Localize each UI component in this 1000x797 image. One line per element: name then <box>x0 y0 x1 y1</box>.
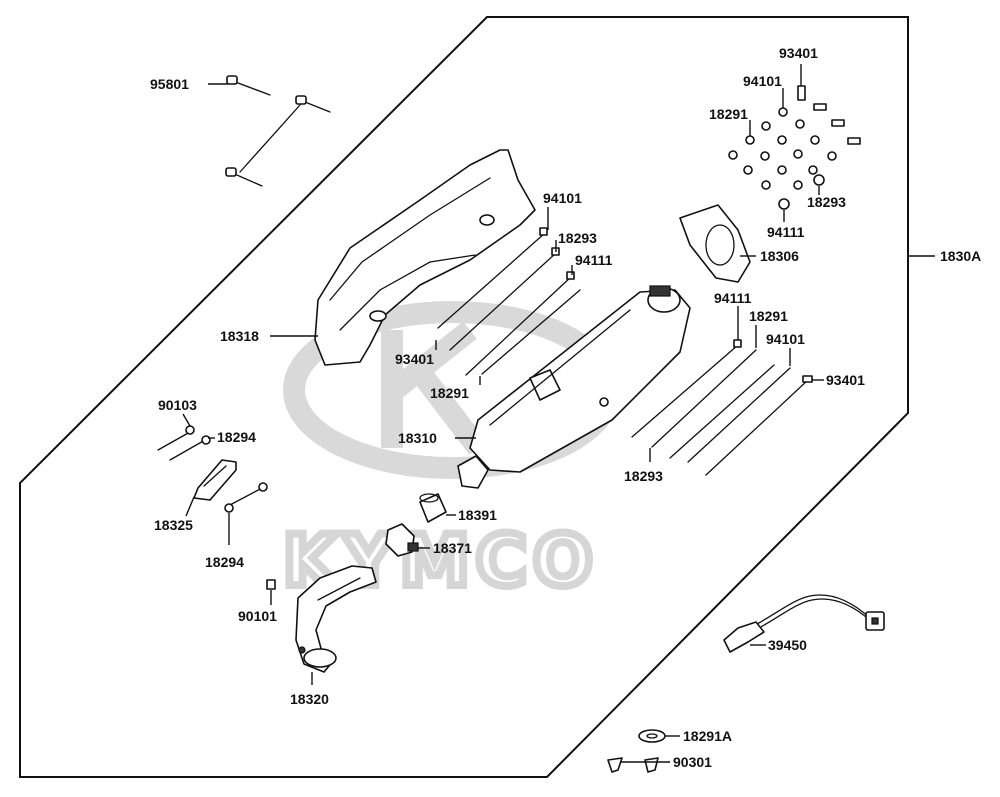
label-18371: 18371 <box>433 540 472 556</box>
exhaust-pipe-18320 <box>295 565 377 673</box>
clamp-18371 <box>385 523 419 557</box>
bolt-18294 <box>224 482 268 513</box>
muffler-clamps <box>631 339 813 476</box>
label-18325: 18325 <box>154 517 193 533</box>
sensor-39450 <box>723 594 885 653</box>
label-18306: 18306 <box>760 248 799 264</box>
label-90301: 90301 <box>673 754 712 770</box>
label-93401-b: 93401 <box>779 45 818 61</box>
label-18391: 18391 <box>458 507 497 523</box>
label-95801: 95801 <box>150 76 189 92</box>
label-94101-c: 94101 <box>766 331 805 347</box>
label-94111-c: 94111 <box>714 290 752 306</box>
gasket-18391 <box>419 493 447 523</box>
label-90103: 90103 <box>158 397 197 413</box>
label-18294-b: 18294 <box>205 554 244 570</box>
nut-90101 <box>266 579 276 590</box>
label-18291A: 18291A <box>683 728 732 744</box>
nut-90301 <box>607 757 659 773</box>
label-1830A: 1830A <box>940 248 981 264</box>
label-94101-a: 94101 <box>543 190 582 206</box>
label-18320: 18320 <box>290 691 329 707</box>
label-18293-c: 18293 <box>624 468 663 484</box>
label-18291-b: 18291 <box>709 106 748 122</box>
label-94111-b: 94111 <box>767 224 805 240</box>
hardware-set <box>728 85 861 210</box>
heat-shield-18318 <box>314 149 536 366</box>
diagram-frame <box>19 16 909 778</box>
label-18291-c: 18291 <box>749 308 788 324</box>
bracket-18325 <box>193 459 237 501</box>
label-94111-a: 94111 <box>575 252 613 268</box>
bolt-95801 <box>225 75 331 187</box>
label-18293-a: 18293 <box>558 230 597 246</box>
label-93401-a: 93401 <box>395 351 434 367</box>
bracket-bolts <box>157 425 211 461</box>
label-18294-a: 18294 <box>217 429 256 445</box>
end-cap-18306 <box>679 204 751 283</box>
label-18310: 18310 <box>398 430 437 446</box>
label-90101: 90101 <box>238 608 277 624</box>
muffler-18310 <box>457 285 691 489</box>
label-94101-b: 94101 <box>743 73 782 89</box>
label-18293-b: 18293 <box>807 194 846 210</box>
label-18291-a: 18291 <box>430 385 469 401</box>
label-18318: 18318 <box>220 328 259 344</box>
washer-18291A <box>638 729 666 743</box>
label-93401-c: 93401 <box>826 372 865 388</box>
label-39450: 39450 <box>768 637 807 653</box>
